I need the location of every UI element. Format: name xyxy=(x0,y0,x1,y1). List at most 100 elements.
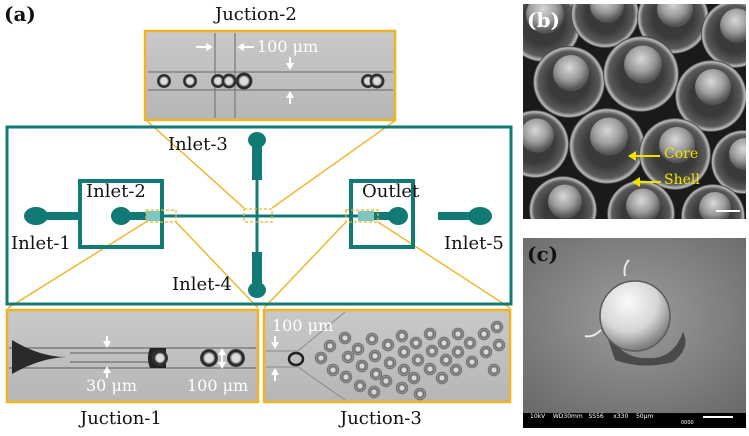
core-sphere xyxy=(590,117,628,156)
core-label: Core xyxy=(664,146,699,162)
sem-footer-ss: SS56 xyxy=(588,413,604,420)
droplet xyxy=(351,342,365,356)
junction-2-arrows xyxy=(196,43,294,104)
sem-footer-id: 0000 xyxy=(681,420,694,426)
sem-b-scale-bar xyxy=(716,210,740,212)
droplet xyxy=(449,363,463,377)
droplet xyxy=(314,351,328,365)
chip-outline xyxy=(5,125,513,306)
droplet xyxy=(437,336,451,350)
core-sphere xyxy=(590,4,624,23)
droplet xyxy=(477,327,491,341)
core-arrow-line xyxy=(632,155,660,157)
sem-footer-mag: x330 xyxy=(613,413,629,420)
core-sphere xyxy=(695,69,731,105)
sem-spheres xyxy=(523,4,746,219)
inlet-5-label: Inlet-5 xyxy=(444,233,504,254)
droplet xyxy=(397,345,411,359)
microfluidic-chip-diagram xyxy=(5,29,513,404)
droplet xyxy=(492,338,506,352)
shell-sphere xyxy=(571,4,639,48)
droplet xyxy=(425,344,439,358)
droplet xyxy=(465,355,479,369)
junction-1-narrow-label: 30 μm xyxy=(86,376,138,395)
droplet xyxy=(369,367,383,381)
droplet xyxy=(407,371,421,385)
droplet xyxy=(395,381,409,395)
droplet xyxy=(381,338,395,352)
droplet xyxy=(413,387,427,401)
droplet xyxy=(341,350,355,364)
junction-1-channels xyxy=(9,347,256,369)
core-arrow-head xyxy=(628,151,636,161)
droplet xyxy=(451,345,465,359)
zoom-dashed-boxes xyxy=(145,208,379,223)
junction-2-title: Juction-2 xyxy=(215,4,297,25)
junction-1-spot xyxy=(146,211,160,221)
droplet xyxy=(411,353,425,367)
core-sphere xyxy=(659,127,695,163)
droplet xyxy=(487,363,501,377)
junction-2-droplets xyxy=(157,72,385,90)
inlet-2-label: Inlet-2 xyxy=(86,181,146,202)
shell-arrow-head xyxy=(632,177,640,187)
core-sphere xyxy=(729,138,746,170)
junction-1-droplets xyxy=(152,349,245,367)
core-sphere xyxy=(657,4,693,27)
droplet xyxy=(409,336,423,350)
chip-channels xyxy=(24,132,492,298)
junction-1-nozzle xyxy=(12,340,66,374)
core-sphere xyxy=(526,4,564,34)
inlet-4-label: Inlet-4 xyxy=(172,274,232,295)
droplet xyxy=(423,362,437,376)
droplet xyxy=(423,327,437,341)
sem-footer-scale: 50μm xyxy=(635,413,654,420)
panel-c-label: (c) xyxy=(527,242,559,266)
junction-3-title: Juction-3 xyxy=(340,408,422,429)
junction-3-width-label: 100 μm xyxy=(272,316,334,335)
inlet-1-label: Inlet-1 xyxy=(11,233,71,254)
core-sphere xyxy=(624,45,662,84)
droplet xyxy=(368,349,382,363)
junction-1-title: Juction-1 xyxy=(80,408,162,429)
junction-3-arrows xyxy=(271,336,279,381)
droplet xyxy=(338,331,352,345)
droplet xyxy=(326,363,340,377)
inlet-3-label: Inlet-3 xyxy=(168,134,228,155)
sem-footer-voltage: 10kV xyxy=(530,413,546,420)
droplet xyxy=(395,329,409,343)
junction-3-droplets xyxy=(314,320,506,401)
sem-image-single-particle xyxy=(523,238,746,428)
core-sphere xyxy=(699,192,731,219)
junction-1-arrows xyxy=(103,336,226,378)
zoom-connectors xyxy=(7,119,511,309)
droplet xyxy=(367,385,381,399)
core-sphere xyxy=(548,184,582,219)
droplet xyxy=(383,356,397,370)
core-sphere xyxy=(523,118,554,153)
junction-3-entry-droplet xyxy=(287,351,305,367)
droplet xyxy=(435,371,449,385)
junction-1-droplet-label: 100 μm xyxy=(187,376,249,395)
panel-b-label: (b) xyxy=(527,8,560,32)
droplet xyxy=(323,339,337,353)
outlet-label: Outlet xyxy=(362,181,420,202)
junction-2-width-label: 100 μm xyxy=(257,37,319,56)
droplet xyxy=(463,336,477,350)
droplet xyxy=(490,320,504,334)
core-sphere xyxy=(720,8,746,43)
droplet xyxy=(365,332,379,346)
shell-label: Shell xyxy=(664,172,700,188)
droplet xyxy=(439,353,453,367)
sem-footer-wd: WD30mm xyxy=(552,413,583,420)
core-sphere xyxy=(626,188,660,219)
droplet xyxy=(355,359,369,373)
droplet xyxy=(479,345,493,359)
junction-3-channels xyxy=(266,311,346,401)
junction-3-spot xyxy=(358,211,374,221)
core-sphere xyxy=(553,55,589,91)
shell-arrow-line xyxy=(637,181,661,183)
panel-a-label: (a) xyxy=(4,2,36,26)
sem-c-footer: 10kV WD30mm SS56 x330 50μm xyxy=(530,413,710,425)
droplet xyxy=(379,374,393,388)
